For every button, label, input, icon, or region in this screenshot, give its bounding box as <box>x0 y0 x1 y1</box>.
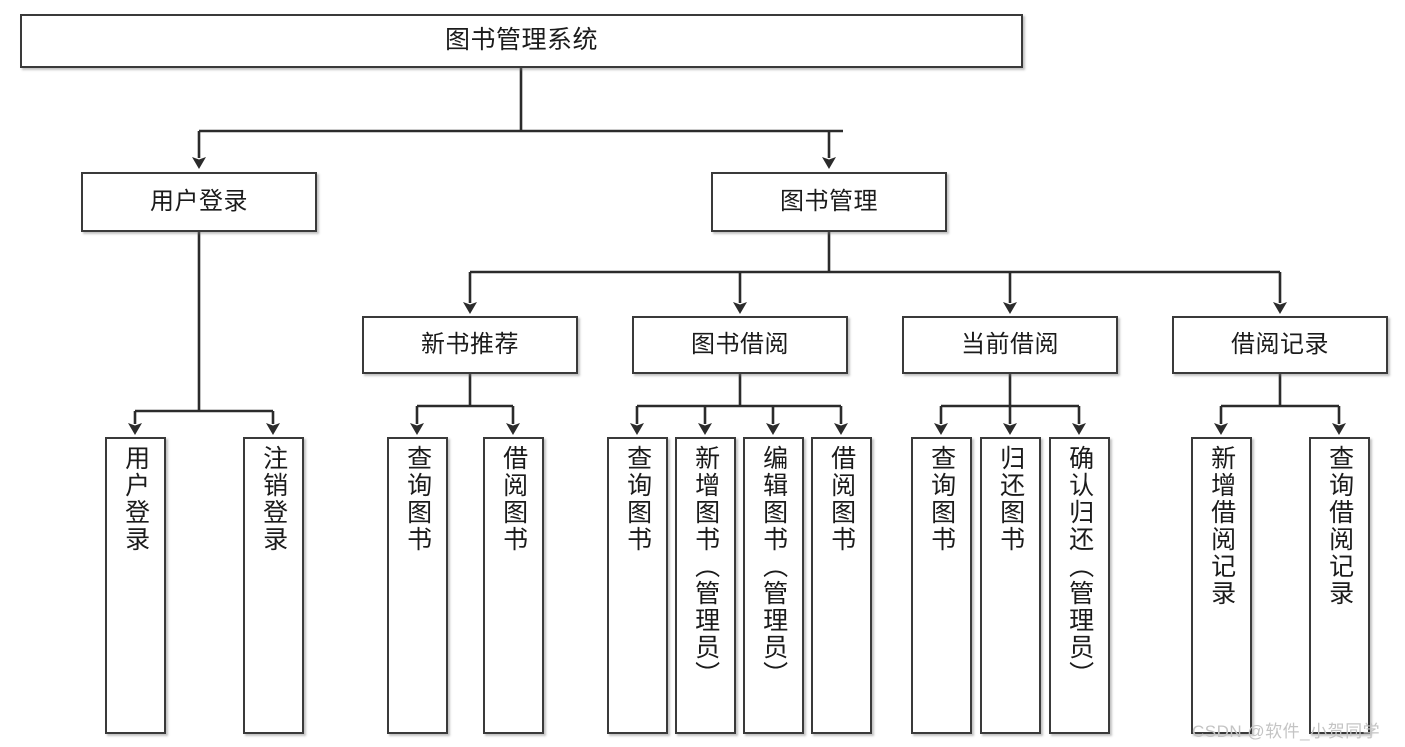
leaf-add-book-admin[interactable]: 新增图书（管理员） <box>675 437 736 734</box>
csdn-watermark: CSDN @软件_小贺同学 <box>1192 722 1381 741</box>
leaf-borrow-book-label: 借阅图书 <box>827 445 856 553</box>
leaf-logout[interactable]: 注销登录 <box>243 437 304 734</box>
node-new-book-recommend-label: 新书推荐 <box>421 330 519 358</box>
node-root-system[interactable]: 图书管理系统 <box>20 14 1023 68</box>
node-current-borrow-label: 当前借阅 <box>961 330 1059 358</box>
leaf-query-book-newbook[interactable]: 查询图书 <box>387 437 448 734</box>
leaf-user-login[interactable]: 用户登录 <box>105 437 166 734</box>
leaf-borrow-book[interactable]: 借阅图书 <box>811 437 872 734</box>
leaf-add-borrow-record[interactable]: 新增借阅记录 <box>1191 437 1252 734</box>
node-user-login-label: 用户登录 <box>150 187 248 215</box>
leaf-query-book-borrow-label: 查询图书 <box>623 445 652 553</box>
node-book-management[interactable]: 图书管理 <box>711 172 947 232</box>
leaf-borrow-book-newbook[interactable]: 借阅图书 <box>483 437 544 734</box>
leaf-user-login-label: 用户登录 <box>121 445 150 553</box>
leaf-add-book-admin-label: 新增图书（管理员） <box>691 445 720 688</box>
leaf-return-book-label: 归还图书 <box>996 445 1025 553</box>
leaf-query-book-current-label: 查询图书 <box>927 445 956 553</box>
node-borrow-record[interactable]: 借阅记录 <box>1172 316 1388 374</box>
leaf-query-book-borrow[interactable]: 查询图书 <box>607 437 668 734</box>
leaf-borrow-book-newbook-label: 借阅图书 <box>499 445 528 553</box>
leaf-confirm-return-admin[interactable]: 确认归还（管理员） <box>1049 437 1110 734</box>
node-book-borrow-label: 图书借阅 <box>691 330 789 358</box>
node-root-label: 图书管理系统 <box>444 26 598 55</box>
leaf-logout-label: 注销登录 <box>259 445 288 553</box>
leaf-edit-book-admin[interactable]: 编辑图书（管理员） <box>743 437 804 734</box>
node-user-login[interactable]: 用户登录 <box>81 172 317 232</box>
node-book-management-label: 图书管理 <box>780 187 878 215</box>
leaf-edit-book-admin-label: 编辑图书（管理员） <box>759 445 788 688</box>
node-borrow-record-label: 借阅记录 <box>1231 330 1329 358</box>
node-book-borrow[interactable]: 图书借阅 <box>632 316 848 374</box>
leaf-add-borrow-record-label: 新增借阅记录 <box>1207 445 1236 607</box>
node-new-book-recommend[interactable]: 新书推荐 <box>362 316 578 374</box>
leaf-confirm-return-admin-label: 确认归还（管理员） <box>1065 445 1094 688</box>
leaf-query-book-current[interactable]: 查询图书 <box>911 437 972 734</box>
leaf-query-book-newbook-label: 查询图书 <box>403 445 432 553</box>
leaf-return-book[interactable]: 归还图书 <box>980 437 1041 734</box>
leaf-query-borrow-record[interactable]: 查询借阅记录 <box>1309 437 1370 734</box>
node-current-borrow[interactable]: 当前借阅 <box>902 316 1118 374</box>
leaf-query-borrow-record-label: 查询借阅记录 <box>1325 445 1354 607</box>
